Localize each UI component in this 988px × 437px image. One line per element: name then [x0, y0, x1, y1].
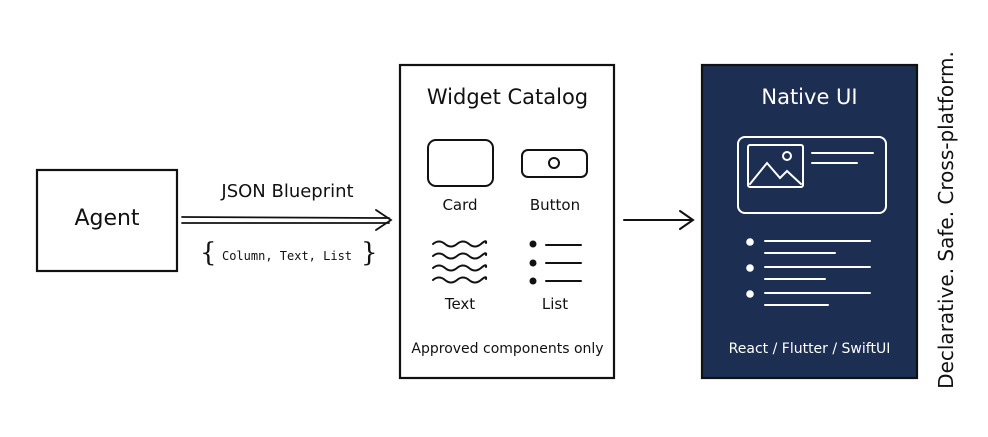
agent-label: Agent	[74, 206, 140, 231]
widget-label-text: Text	[444, 295, 476, 313]
text-lines-icon	[432, 240, 488, 284]
native-title: Native UI	[761, 85, 858, 109]
tagline: Declarative. Safe. Cross-platform.	[934, 51, 958, 389]
catalog-box	[398, 63, 616, 380]
card-icon	[427, 139, 494, 187]
native-footer: React / Flutter / SwiftUI	[728, 341, 891, 357]
brace-open: {	[200, 238, 217, 268]
blueprint-label: JSON Blueprint	[221, 181, 354, 202]
widget-label-card: Card	[442, 196, 478, 214]
blueprint-fields: Column, Text, List	[221, 249, 353, 263]
widget-label-button: Button	[529, 196, 581, 214]
native-card	[737, 136, 887, 214]
brace-close: }	[361, 238, 378, 268]
native-ui-panel	[700, 63, 919, 380]
widget-label-list: List	[541, 295, 569, 313]
render-arrow	[623, 210, 695, 230]
native-list	[746, 238, 871, 306]
catalog-title: Widget Catalog	[426, 85, 589, 109]
bullet-list-icon	[529, 240, 582, 285]
catalog-note: Approved components only	[411, 341, 604, 357]
button-icon	[521, 149, 588, 178]
agent-box	[35, 168, 179, 273]
blueprint-arrow	[181, 209, 393, 231]
